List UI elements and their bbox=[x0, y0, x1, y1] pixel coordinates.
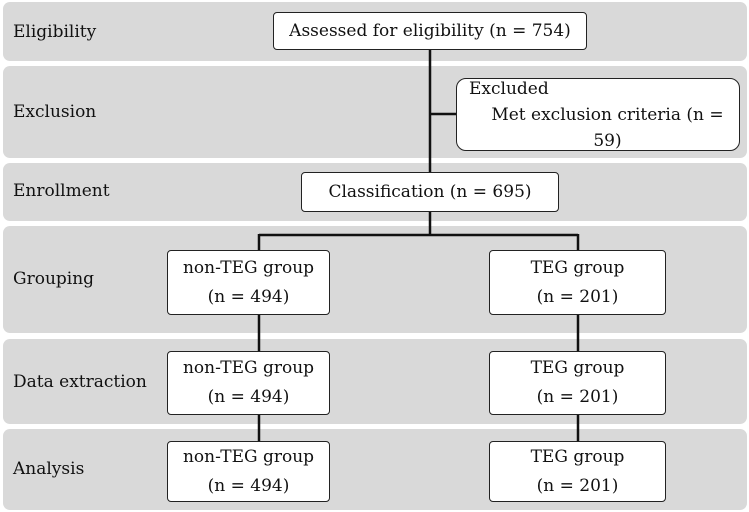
stage-label-enrollment: Enrollment bbox=[13, 181, 110, 201]
analysis-teg-box: TEG group (n = 201) bbox=[489, 441, 666, 502]
analysis-teg-n: (n = 201) bbox=[536, 475, 619, 496]
extraction-non-teg-name: non-TEG group bbox=[182, 358, 315, 378]
stage-label-grouping: Grouping bbox=[13, 269, 95, 289]
grouping-non-teg-name: non-TEG group bbox=[182, 257, 315, 278]
analysis-teg-name: TEG group bbox=[530, 446, 625, 467]
grouping-teg-n: (n = 201) bbox=[536, 286, 619, 307]
extraction-teg-name: TEG group bbox=[530, 358, 625, 378]
assessed-text: Assessed for eligibility (n = 754) bbox=[289, 20, 571, 41]
grouping-non-teg-n: (n = 494) bbox=[207, 286, 290, 307]
grouping-teg-name: TEG group bbox=[530, 257, 625, 278]
classification-box: Classification (n = 695) bbox=[301, 172, 559, 212]
extraction-non-teg-n: (n = 494) bbox=[207, 387, 290, 407]
excluded-title: Excluded bbox=[469, 78, 549, 99]
excluded-box: Excluded Met exclusion criteria (n = 59) bbox=[456, 78, 740, 151]
classification-text: Classification (n = 695) bbox=[328, 181, 532, 202]
grouping-non-teg-box: non-TEG group (n = 494) bbox=[167, 250, 330, 315]
stage-label-data-extraction: Data extraction bbox=[13, 372, 147, 392]
grouping-teg-box: TEG group (n = 201) bbox=[489, 250, 666, 315]
stage-label-analysis: Analysis bbox=[13, 459, 85, 479]
analysis-non-teg-n: (n = 494) bbox=[207, 475, 290, 496]
extraction-teg-n: (n = 201) bbox=[536, 387, 619, 407]
stage-label-eligibility: Eligibility bbox=[13, 22, 97, 42]
assessed-box: Assessed for eligibility (n = 754) bbox=[273, 12, 587, 50]
analysis-non-teg-box: non-TEG group (n = 494) bbox=[167, 441, 330, 502]
excluded-detail: Met exclusion criteria (n = 59) bbox=[491, 104, 724, 151]
extraction-non-teg-box: non-TEG group (n = 494) bbox=[167, 351, 330, 415]
extraction-teg-box: TEG group (n = 201) bbox=[489, 351, 666, 415]
stage-label-exclusion: Exclusion bbox=[13, 102, 97, 122]
analysis-non-teg-name: non-TEG group bbox=[182, 446, 315, 467]
